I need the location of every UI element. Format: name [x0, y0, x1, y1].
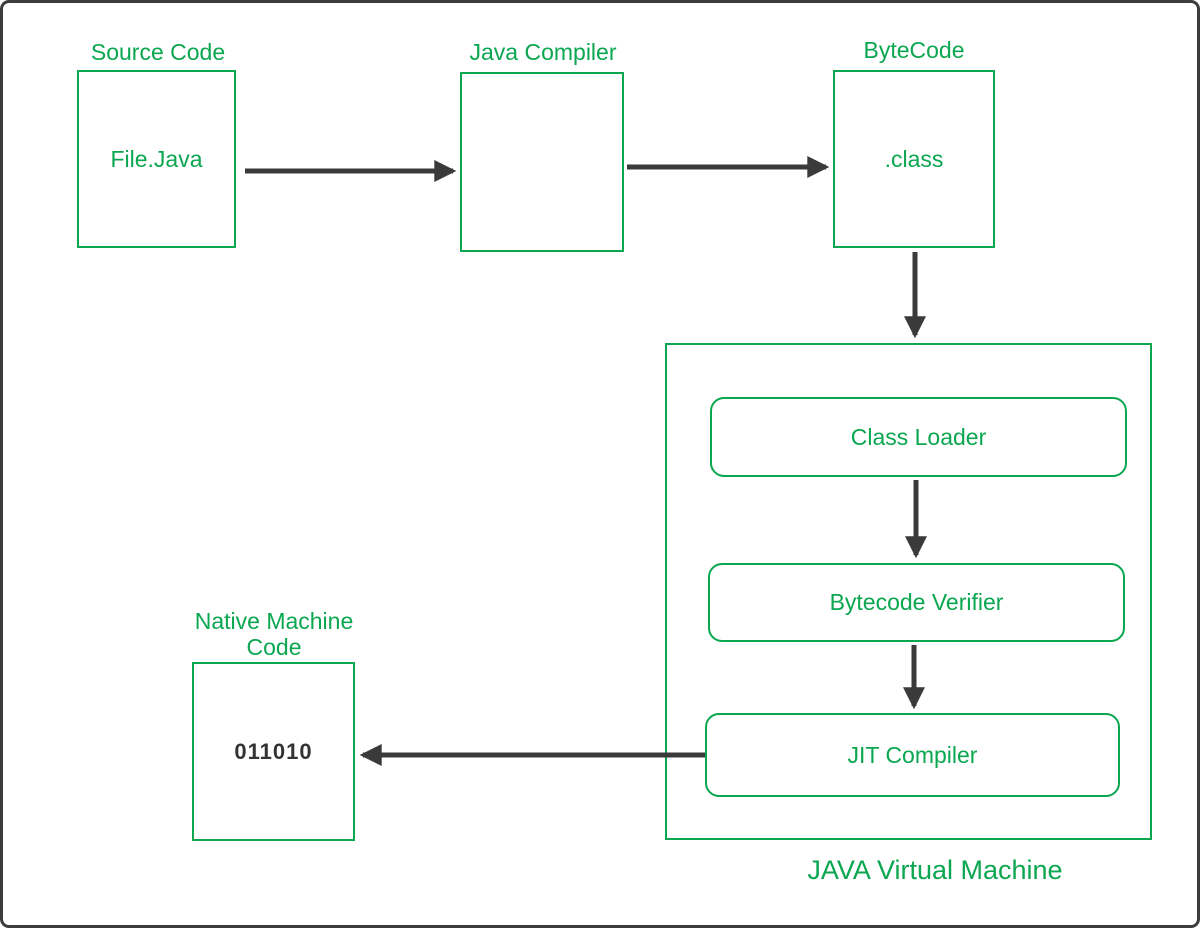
java-compiler-label: Java Compiler [469, 39, 617, 65]
class-loader-text: Class Loader [850, 423, 987, 450]
source-code-label: Source Code [90, 39, 226, 65]
jvm-title: JAVA Virtual Machine [807, 855, 1063, 885]
java-compiler-box [460, 72, 624, 252]
native-machine-code-content: 011010 [234, 738, 313, 764]
jit-compiler-text: JIT Compiler [847, 741, 978, 768]
bytecode-verifier-box: Bytecode Verifier [708, 563, 1125, 642]
native-machine-code-label: Native Machine Code [194, 608, 354, 661]
bytecode-label: ByteCode [863, 37, 965, 63]
source-code-content: File.Java [110, 145, 203, 172]
source-code-box: File.Java [77, 70, 236, 248]
bytecode-box: .class [833, 70, 995, 248]
jit-compiler-box: JIT Compiler [705, 713, 1120, 797]
class-loader-box: Class Loader [710, 397, 1127, 477]
native-machine-code-box: 011010 [192, 662, 355, 841]
bytecode-verifier-text: Bytecode Verifier [829, 589, 1004, 615]
bytecode-content: .class [884, 145, 944, 172]
